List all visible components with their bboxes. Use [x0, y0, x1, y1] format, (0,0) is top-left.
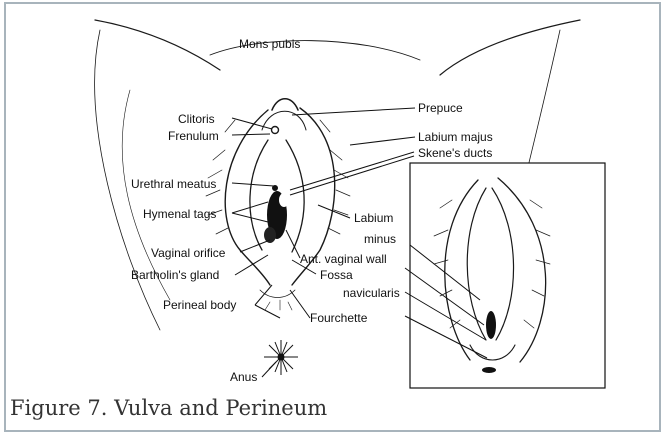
label-vaginal-orifice: Vaginal orifice — [151, 246, 225, 260]
label-anus: Anus — [230, 370, 257, 384]
label-labium-minus-line2: minus — [364, 232, 396, 246]
label-fossa-line1: Fossa — [320, 268, 353, 282]
prepuce — [272, 99, 298, 110]
figure-caption: Figure 7. Vulva and Perineum — [10, 396, 327, 420]
label-perineal-body: Perineal body — [163, 298, 236, 312]
label-clitoris: Clitoris — [178, 112, 215, 126]
label-prepuce: Prepuce — [418, 101, 463, 115]
thigh-contour-right — [440, 20, 580, 75]
inset-illustration — [405, 163, 605, 388]
labium-majus-left — [225, 110, 270, 285]
label-bartholins-gland: Bartholin's gland — [131, 268, 219, 282]
label-labium-majus: Labium majus — [418, 130, 493, 144]
label-urethral-meatus: Urethral meatus — [131, 177, 216, 191]
label-skenes-ducts: Skene's ducts — [418, 146, 492, 160]
label-ant-vaginal-wall: Ant. vaginal wall — [300, 252, 387, 266]
label-fourchette: Fourchette — [310, 311, 367, 325]
label-hymenal-tags: Hymenal tags — [143, 207, 216, 221]
label-labium-minus-line1: Labium — [354, 211, 393, 225]
label-mons-pubis: Mons pubis — [239, 37, 300, 51]
vaginal-orifice-shading — [264, 185, 289, 243]
label-fossa-line2: navicularis — [343, 286, 400, 300]
thigh-contour-left — [95, 20, 220, 70]
clitoris — [272, 127, 279, 134]
label-frenulum: Frenulum — [168, 129, 219, 143]
